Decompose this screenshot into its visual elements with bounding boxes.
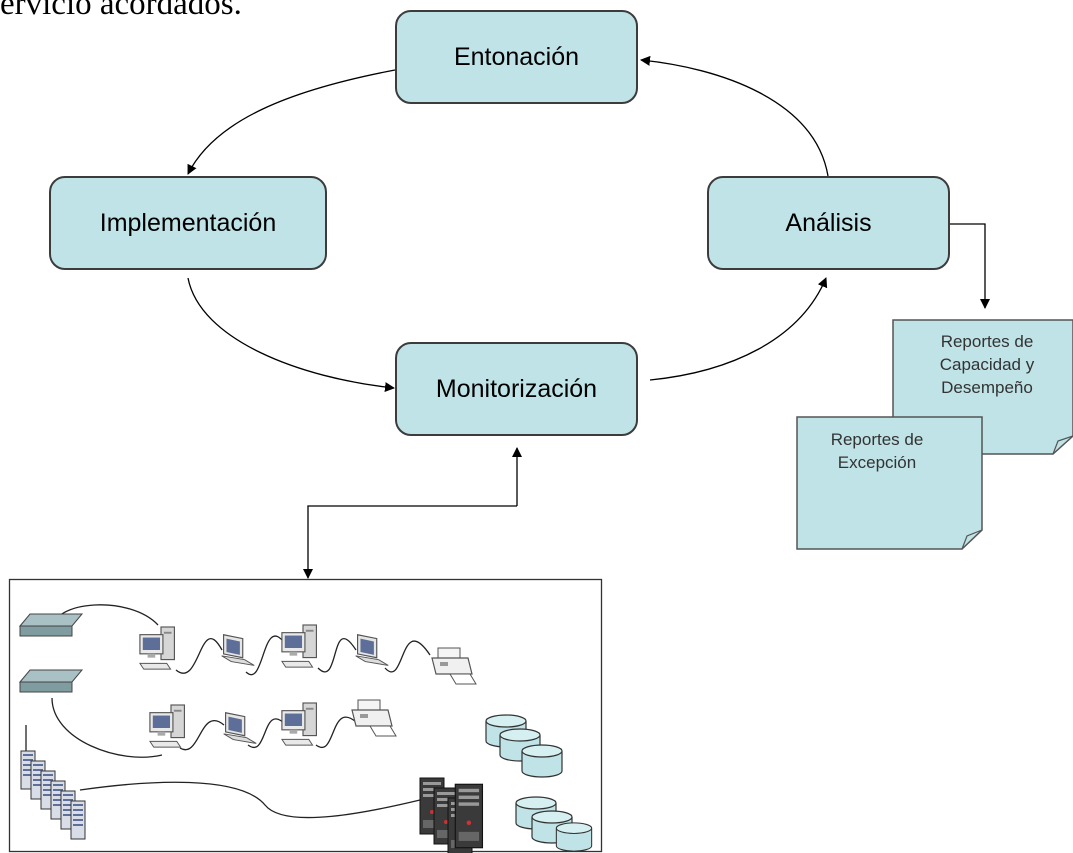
capacity-report-text: Reportes de Capacidad y Desempeño <box>912 330 1062 399</box>
node-monitorizacion: Monitorización <box>395 342 638 436</box>
arrow-analisis-to-entonacion <box>640 55 829 177</box>
arrow-entonacion-to-implementacion <box>187 69 396 175</box>
node-entonacion-label: Entonación <box>453 42 580 71</box>
arrow-implementacion-to-monitorizacion <box>187 277 395 393</box>
arrow-analisis-to-reports <box>950 223 990 309</box>
node-analisis-label: Análisis <box>785 208 872 237</box>
exception-report-line-2: Excepción <box>837 453 917 472</box>
exception-report-text: Reportes de Excepción <box>812 428 942 474</box>
node-implementacion-label: Implementación <box>99 208 277 237</box>
capacity-report-line-2: Capacidad y <box>939 355 1035 374</box>
network-switch-icon <box>18 669 84 693</box>
node-analisis: Análisis <box>707 176 950 270</box>
capacity-report-line-3: Desempeño <box>941 378 1033 397</box>
node-monitorizacion-label: Monitorización <box>435 374 598 403</box>
network-switch-icon <box>18 613 84 637</box>
node-entonacion: Entonación <box>395 10 638 104</box>
arrow-monitorizacion-to-analisis <box>649 277 828 381</box>
capacity-report-line-1: Reportes de <box>940 332 1034 351</box>
arrow-to-network <box>303 505 517 579</box>
node-implementacion: Implementación <box>49 176 327 270</box>
exception-report-document <box>796 416 983 550</box>
exception-report-line-1: Reportes de <box>830 430 924 449</box>
header-text: ervicio acordados. <box>0 0 242 22</box>
